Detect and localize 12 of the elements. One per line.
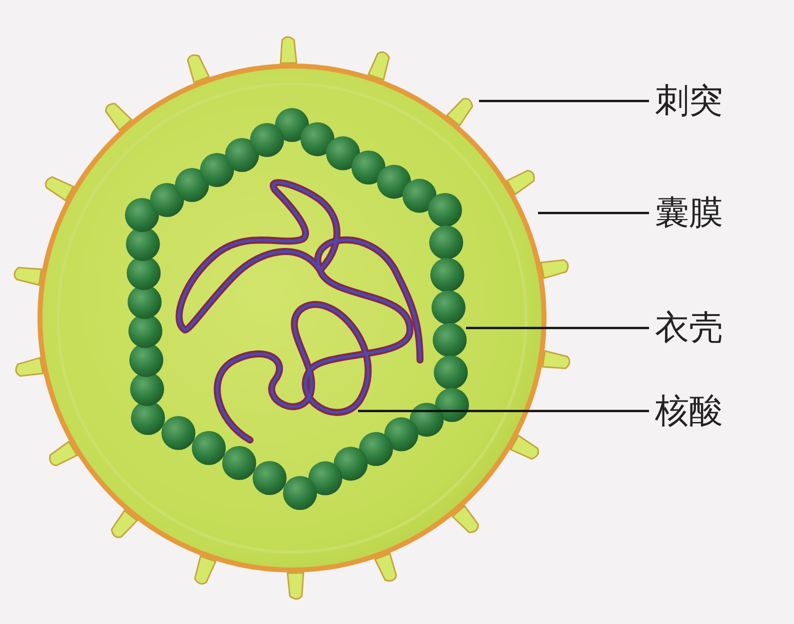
leader-line xyxy=(358,410,649,412)
spike xyxy=(446,98,474,126)
nucleic-acid-drawing xyxy=(176,179,424,444)
leader-line xyxy=(479,100,649,102)
leader-line xyxy=(538,212,649,214)
part-label: 刺突 xyxy=(655,81,723,121)
capsid-drawing xyxy=(125,108,469,510)
part-label: 囊膜 xyxy=(655,193,723,233)
part-label: 衣壳 xyxy=(655,308,723,348)
leader-line xyxy=(466,326,649,330)
part-label: 核酸 xyxy=(655,391,723,431)
envelope-drawing xyxy=(38,64,546,572)
